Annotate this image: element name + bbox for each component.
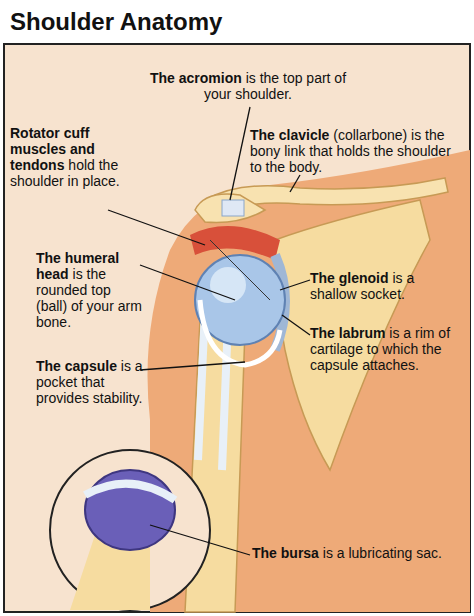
ligament [222, 200, 244, 216]
inset-tendon [85, 484, 175, 500]
title: Shoulder Anatomy [10, 8, 222, 36]
callout: The glenoid is a shallow socket. [310, 270, 460, 302]
callout: The humeral head is the rounded top (bal… [36, 250, 144, 330]
callout: Rotator cuff muscles and tendons hold th… [10, 125, 140, 189]
part-name: The clavicle [250, 127, 329, 143]
callout: The bursa is a lubricating sac. [252, 545, 452, 561]
part-name: The acromion [150, 70, 242, 86]
part-name: The labrum [310, 325, 385, 341]
callout: The labrum is a rim of cartilage to whic… [310, 325, 468, 373]
callout: The clavicle (collarbone) is the bony li… [250, 127, 465, 175]
frame [4, 44, 470, 612]
callout: The capsule is a pocket that provides st… [36, 358, 148, 406]
callout: The acromion is the top part of your sho… [148, 70, 348, 102]
part-name: The capsule [36, 358, 117, 374]
inset-bursa [85, 470, 175, 550]
inset-connector [210, 240, 270, 300]
part-description: is a lubricating sac. [323, 545, 442, 561]
capsule [200, 300, 280, 365]
part-name: The glenoid [310, 270, 389, 286]
inset-circle [50, 450, 210, 610]
part-name: The bursa [252, 545, 319, 561]
